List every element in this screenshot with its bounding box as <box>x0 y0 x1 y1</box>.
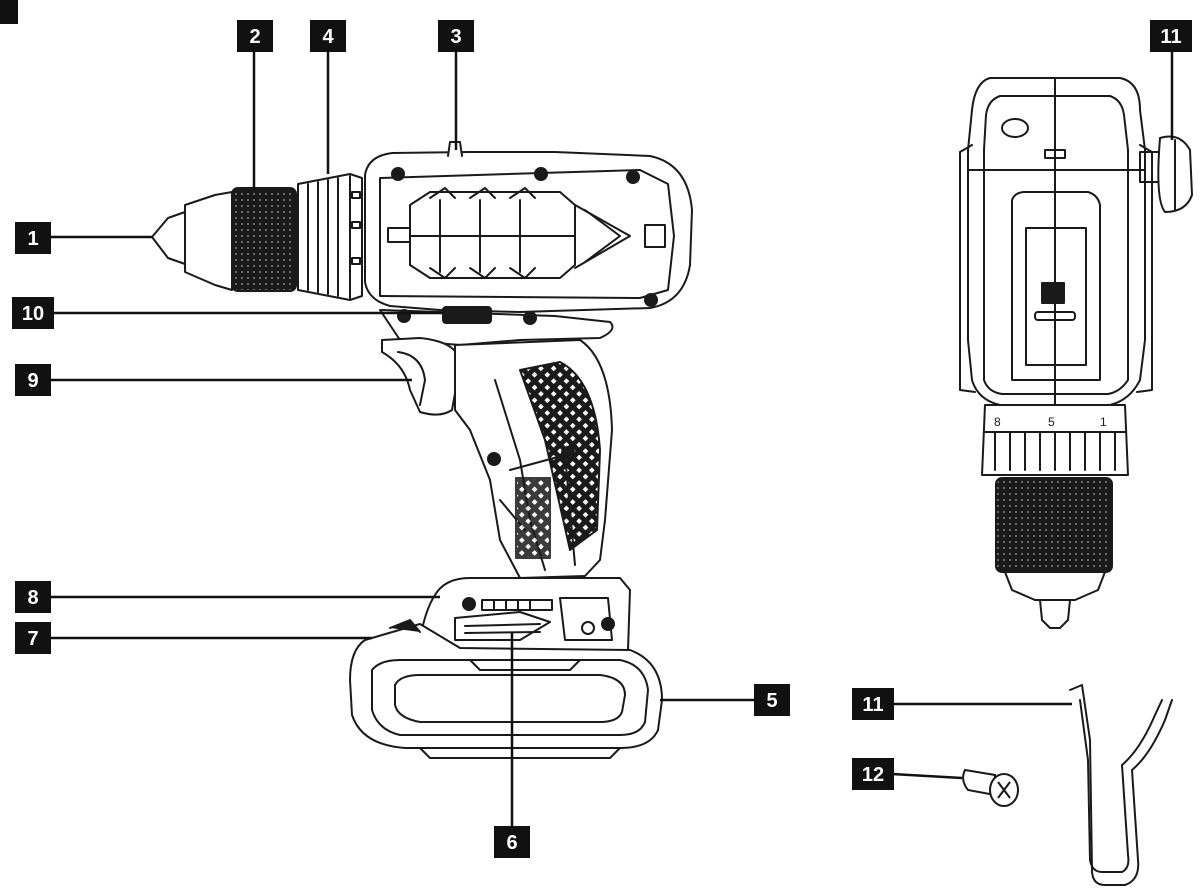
callout-1: 1 <box>15 222 51 254</box>
callout-7: 7 <box>15 622 51 654</box>
handle <box>454 339 613 579</box>
callout-12-label: 12 <box>862 764 884 786</box>
callout-4-label: 4 <box>322 26 334 48</box>
callout-5: 5 <box>754 684 790 716</box>
chuck-tip <box>151 211 186 265</box>
dial-mark-8: 8 <box>994 415 1001 429</box>
corner-marker <box>0 0 18 24</box>
chuck-sleeve <box>231 187 297 292</box>
dial-mark-5: 5 <box>1048 415 1055 429</box>
top-view-body <box>967 77 1146 406</box>
callout-7-label: 7 <box>27 628 38 650</box>
callout-11-clip: 11 <box>852 688 894 720</box>
torque-dial: 8 5 1 <box>981 404 1129 476</box>
belt-clip-knob <box>1139 135 1193 213</box>
screw <box>962 768 1019 807</box>
dial-mark-1: 1 <box>1100 415 1107 429</box>
callout-11-top: 11 <box>1150 20 1192 52</box>
drill-top-view: 8 5 1 <box>959 77 1193 629</box>
callout-4: 4 <box>310 20 346 52</box>
callout-1-label: 1 <box>27 228 38 250</box>
callout-9: 9 <box>15 364 51 396</box>
callout-2: 2 <box>237 20 273 52</box>
drill-base <box>419 577 631 653</box>
callout-3: 3 <box>438 20 474 52</box>
torque-collar <box>297 173 363 301</box>
callout-10-label: 10 <box>22 303 44 325</box>
motor-housing <box>364 141 693 313</box>
callout-10: 10 <box>12 297 54 329</box>
top-view-chuck-sleeve <box>995 477 1113 573</box>
callout-11-top-label: 11 <box>1160 26 1181 48</box>
leader-lines <box>50 50 1174 826</box>
battery-pack <box>349 619 663 759</box>
callout-8: 8 <box>15 581 51 613</box>
callout-12: 12 <box>852 758 894 790</box>
trigger <box>381 337 461 416</box>
callout-6: 6 <box>494 826 530 858</box>
callout-6-label: 6 <box>506 832 517 854</box>
callout-8-label: 8 <box>27 587 38 609</box>
callout-3-label: 3 <box>450 26 461 48</box>
belt-clip <box>1069 684 1173 886</box>
callout-5-label: 5 <box>766 690 777 712</box>
callout-2-label: 2 <box>249 26 260 48</box>
callout-9-label: 9 <box>27 370 38 392</box>
callout-11-clip-label: 11 <box>862 694 883 716</box>
drill-side-view <box>151 141 693 759</box>
